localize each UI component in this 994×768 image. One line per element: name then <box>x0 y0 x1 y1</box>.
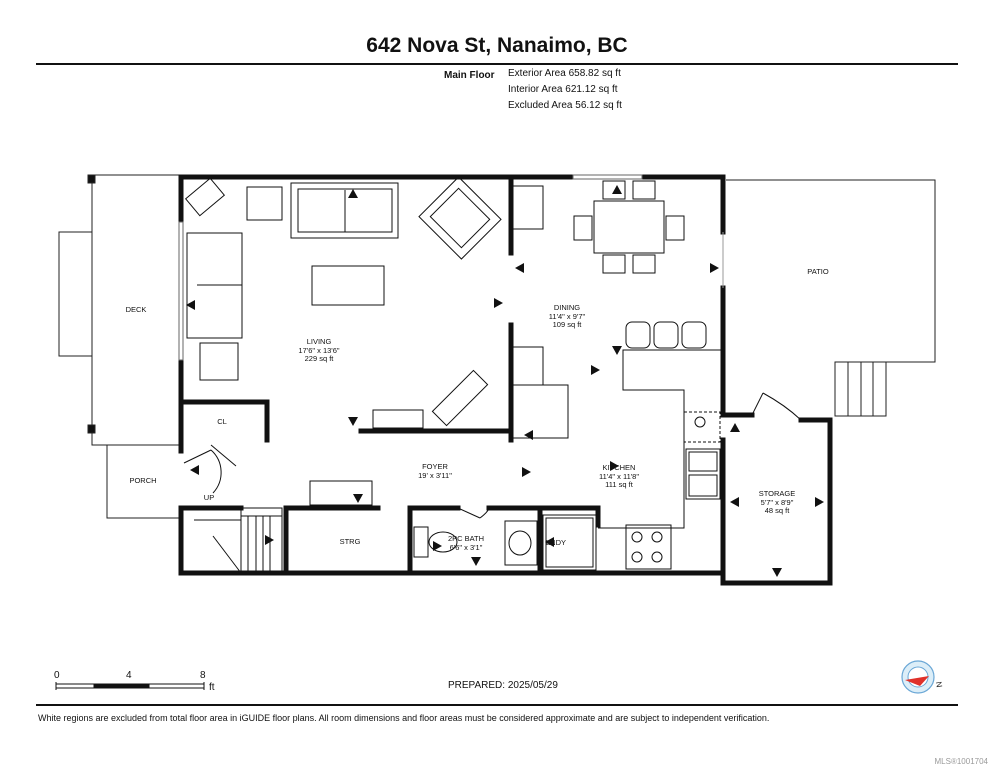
page-title: 642 Nova St, Nanaimo, BC <box>366 34 628 57</box>
floor-name: Main Floor <box>444 70 495 81</box>
fixtures <box>413 514 597 571</box>
compass-icon <box>901 660 935 694</box>
dining-set <box>573 180 707 349</box>
room-foyer-dims: 19' x 3'11" <box>418 470 452 480</box>
room-dining-area: 109 sq ft <box>552 320 582 329</box>
room-living-area: 229 sq ft <box>304 354 334 363</box>
kitchen-counters <box>598 349 723 570</box>
scale-tick-8: 8 <box>200 670 206 681</box>
stairs <box>194 507 283 574</box>
room-patio: PATIO <box>807 267 829 277</box>
room-patio-name: PATIO <box>807 267 829 276</box>
room-kitchen-dims: 11'4" x 11'8" <box>598 471 640 481</box>
room-lndy: LNDY <box>545 538 567 548</box>
camera-markers <box>186 185 824 577</box>
room-strg: STRG <box>339 537 361 547</box>
room-porch: PORCH <box>129 476 157 486</box>
room-dining-dims: 11'4" x 9'7" <box>548 311 586 321</box>
top-rule <box>36 63 958 65</box>
room-living-name: LIVING <box>306 337 332 346</box>
area-summary: Exterior Area 658.82 sq ft Interior Area… <box>508 66 622 114</box>
patio-outline <box>726 179 936 417</box>
room-storage-dims: 5'7" x 8'9" <box>760 497 794 507</box>
excluded-area: Excluded Area 56.12 sq ft <box>508 100 622 111</box>
room-foyer: FOYER 19' x 3'11" <box>418 462 452 480</box>
scale-bar <box>55 682 205 690</box>
porch-outline <box>106 444 181 519</box>
room-storage: STORAGE 5'7" x 8'9" 48 sq ft <box>758 489 796 516</box>
disclaimer: White regions are excluded from total fl… <box>38 713 770 723</box>
furniture <box>184 176 569 506</box>
room-cl-name: CL <box>217 417 227 426</box>
scale-unit: ft <box>209 682 215 693</box>
room-bath-name: 2PC BATH <box>447 534 485 543</box>
compass-label: N <box>933 680 944 689</box>
room-deck: DECK <box>125 305 147 315</box>
mls-number: MLS®1001704 <box>934 757 989 766</box>
scale-tick-4: 4 <box>126 670 132 681</box>
exterior-area: Exterior Area 658.82 sq ft <box>508 68 621 79</box>
doors <box>183 232 802 519</box>
windows <box>178 174 643 361</box>
room-living: LIVING 17'6" x 13'6" 229 sq ft <box>298 337 340 364</box>
room-living-dims: 17'6" x 13'6" <box>298 345 340 355</box>
room-storage-name: STORAGE <box>758 489 796 498</box>
scale-tick-0: 0 <box>54 670 60 681</box>
room-foyer-name: FOYER <box>422 462 448 471</box>
room-kitchen-area: 111 sq ft <box>605 480 633 489</box>
deck-outline <box>58 174 182 446</box>
interior-area: Interior Area 621.12 sq ft <box>508 84 618 95</box>
stairs-up: UP <box>203 493 215 503</box>
room-kitchen: KITCHEN 11'4" x 11'8" 111 sq ft <box>598 463 640 490</box>
stairs-up-label: UP <box>203 493 215 502</box>
room-lndy-name: LNDY <box>545 538 567 547</box>
room-bath: 2PC BATH 6'6" x 3'1" <box>447 534 485 552</box>
room-bath-dims: 6'6" x 3'1" <box>449 542 483 552</box>
room-cl: CL <box>217 417 227 427</box>
room-strg-name: STRG <box>339 537 361 546</box>
prepared-date: PREPARED: 2025/05/29 <box>448 680 558 691</box>
room-storage-area: 48 sq ft <box>764 506 790 515</box>
room-kitchen-name: KITCHEN <box>602 463 636 472</box>
room-porch-name: PORCH <box>129 476 157 485</box>
room-dining-name: DINING <box>553 303 581 312</box>
room-dining: DINING 11'4" x 9'7" 109 sq ft <box>548 303 586 330</box>
room-deck-name: DECK <box>125 305 147 314</box>
